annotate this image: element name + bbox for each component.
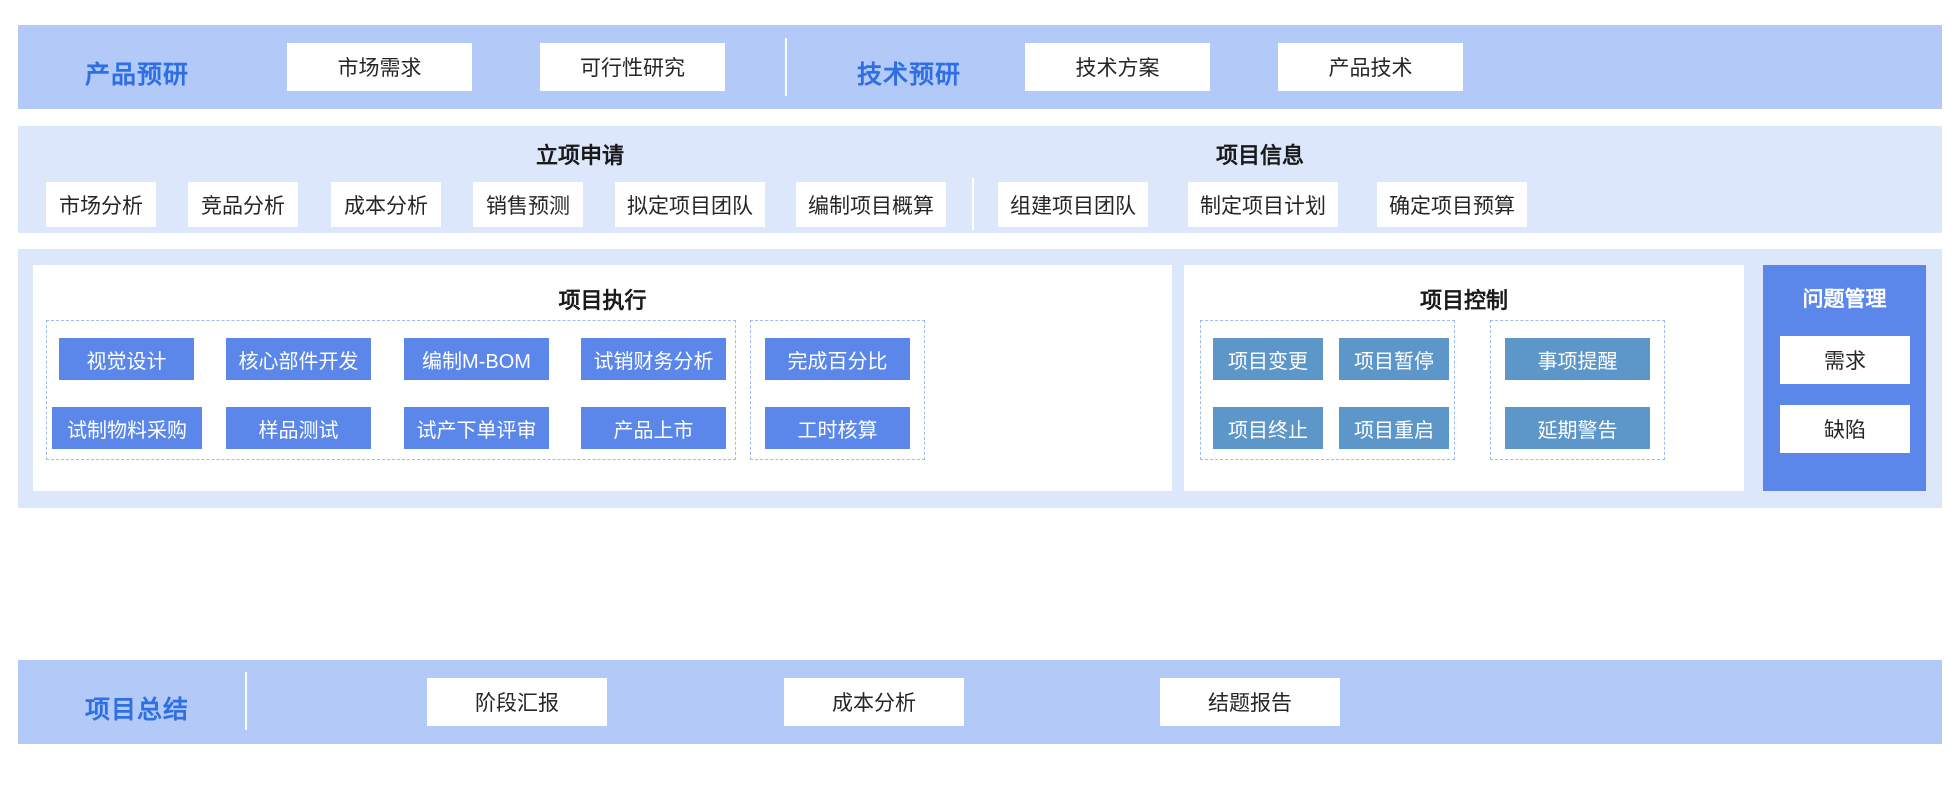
card-stage-report[interactable]: 阶段汇报 (427, 678, 607, 726)
chip-prepare-mbom[interactable]: 编制M-BOM (404, 338, 549, 380)
stage-label-tech-research: 技术预研 (857, 61, 962, 89)
card-requirement[interactable]: 需求 (1780, 336, 1910, 384)
chip-product-launch[interactable]: 产品上市 (581, 407, 726, 449)
card-draft-project-team[interactable]: 拟定项目团队 (615, 182, 765, 227)
card-product-tech[interactable]: 产品技术 (1278, 43, 1463, 91)
row4-divider (245, 672, 247, 730)
chip-trial-sales-financial-analysis[interactable]: 试销财务分析 (581, 338, 726, 380)
chip-visual-design[interactable]: 视觉设计 (59, 338, 194, 380)
chip-trial-production-order-review[interactable]: 试产下单评审 (404, 407, 549, 449)
chip-sample-test[interactable]: 样品测试 (226, 407, 371, 449)
chip-core-component-dev[interactable]: 核心部件开发 (226, 338, 371, 380)
chip-project-terminate[interactable]: 项目终止 (1213, 407, 1323, 449)
card-cost-analysis-summary[interactable]: 成本分析 (784, 678, 964, 726)
card-competitor-analysis[interactable]: 竞品分析 (188, 182, 298, 227)
row-project-initiation-band (18, 126, 1942, 233)
section-title-project-info: 项目信息 (1215, 143, 1304, 168)
card-tech-plan[interactable]: 技术方案 (1025, 43, 1210, 91)
section-title-project-execution: 项目执行 (558, 288, 647, 313)
chip-project-restart[interactable]: 项目重启 (1339, 407, 1449, 449)
dashed-group-execution-metrics (750, 320, 925, 460)
dashed-group-control-alerts (1490, 320, 1665, 460)
card-make-project-plan[interactable]: 制定项目计划 (1188, 182, 1338, 227)
row2-divider (972, 178, 974, 230)
card-sales-forecast[interactable]: 销售预测 (473, 182, 583, 227)
chip-project-change[interactable]: 项目变更 (1213, 338, 1323, 380)
card-build-project-team[interactable]: 组建项目团队 (998, 182, 1148, 227)
card-defect[interactable]: 缺陷 (1780, 405, 1910, 453)
row-project-summary-band (18, 660, 1942, 744)
chip-item-reminder[interactable]: 事项提醒 (1505, 338, 1650, 380)
dashed-group-execution-main (46, 320, 736, 460)
chip-completion-percentage[interactable]: 完成百分比 (765, 338, 910, 380)
chip-trial-material-procurement[interactable]: 试制物料采购 (52, 407, 202, 449)
section-title-issue-management: 问题管理 (1802, 288, 1887, 311)
card-market-demand[interactable]: 市场需求 (287, 43, 472, 91)
section-title-initiation-application: 立项申请 (535, 143, 624, 168)
card-cost-analysis[interactable]: 成本分析 (331, 182, 441, 227)
card-prepare-project-budget-estimate[interactable]: 编制项目概算 (796, 182, 946, 227)
stage-label-project-summary: 项目总结 (85, 696, 190, 724)
section-title-project-control: 项目控制 (1419, 288, 1508, 313)
card-confirm-project-budget[interactable]: 确定项目预算 (1377, 182, 1527, 227)
card-closing-report[interactable]: 结题报告 (1160, 678, 1340, 726)
chip-work-hour-accounting[interactable]: 工时核算 (765, 407, 910, 449)
stage-label-product-research: 产品预研 (85, 61, 190, 89)
chip-delay-warning[interactable]: 延期警告 (1505, 407, 1650, 449)
dashed-group-control-status (1200, 320, 1455, 460)
card-market-analysis[interactable]: 市场分析 (46, 182, 156, 227)
row1-divider (785, 38, 787, 96)
chip-project-suspend[interactable]: 项目暂停 (1339, 338, 1449, 380)
card-feasibility-study[interactable]: 可行性研究 (540, 43, 725, 91)
